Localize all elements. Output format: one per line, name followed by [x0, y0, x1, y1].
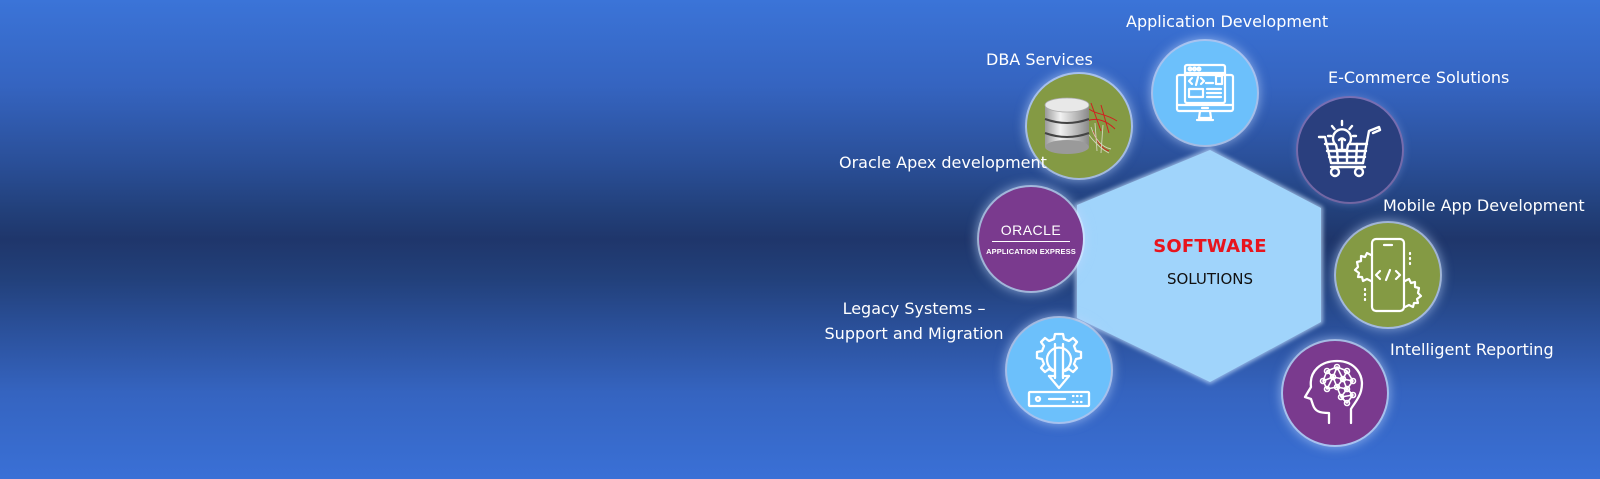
label-legacy-systems: Legacy Systems – Support and Migration: [822, 296, 1006, 346]
label-intelligent-reporting: Intelligent Reporting: [1390, 340, 1554, 359]
label-oracle-apex-development: Oracle Apex development: [839, 153, 1047, 172]
service-intelligent-reporting[interactable]: [1283, 341, 1387, 445]
oracle-apex-logo: ORACLE APPLICATION EXPRESS: [986, 222, 1076, 256]
oracle-application-express-text: APPLICATION EXPRESS: [986, 247, 1076, 256]
center-subtitle: SOLUTIONS: [1166, 270, 1254, 288]
center-title: SOFTWARE: [1153, 236, 1267, 257]
database-sql-server-icon: [1044, 97, 1118, 154]
brain-head-network-icon: [1303, 359, 1364, 425]
service-dba-services[interactable]: [1027, 74, 1131, 178]
service-e-commerce-solutions[interactable]: [1298, 98, 1402, 202]
gear-download-server-icon: [1027, 332, 1091, 408]
mobile-code-gears-icon: [1353, 237, 1423, 313]
label-dba-services: DBA Services: [986, 50, 1093, 69]
service-legacy-systems-support-migration[interactable]: [1007, 318, 1111, 422]
service-mobile-app-development[interactable]: [1336, 223, 1440, 327]
shopping-cart-lightbulb-icon: [1317, 119, 1382, 178]
label-application-development: Application Development: [1126, 12, 1329, 31]
label-legacy-systems-line1: Legacy Systems –: [842, 299, 986, 318]
label-mobile-app-development: Mobile App Development: [1383, 196, 1585, 215]
oracle-wordmark: ORACLE: [991, 222, 1070, 242]
label-legacy-systems-line2: Support and Migration: [824, 324, 1004, 343]
web-development-monitor-icon: [1175, 63, 1235, 122]
service-application-development[interactable]: [1153, 41, 1257, 145]
label-e-commerce-solutions: E-Commerce Solutions: [1328, 68, 1510, 87]
service-oracle-apex-development[interactable]: ORACLE APPLICATION EXPRESS: [979, 187, 1083, 291]
